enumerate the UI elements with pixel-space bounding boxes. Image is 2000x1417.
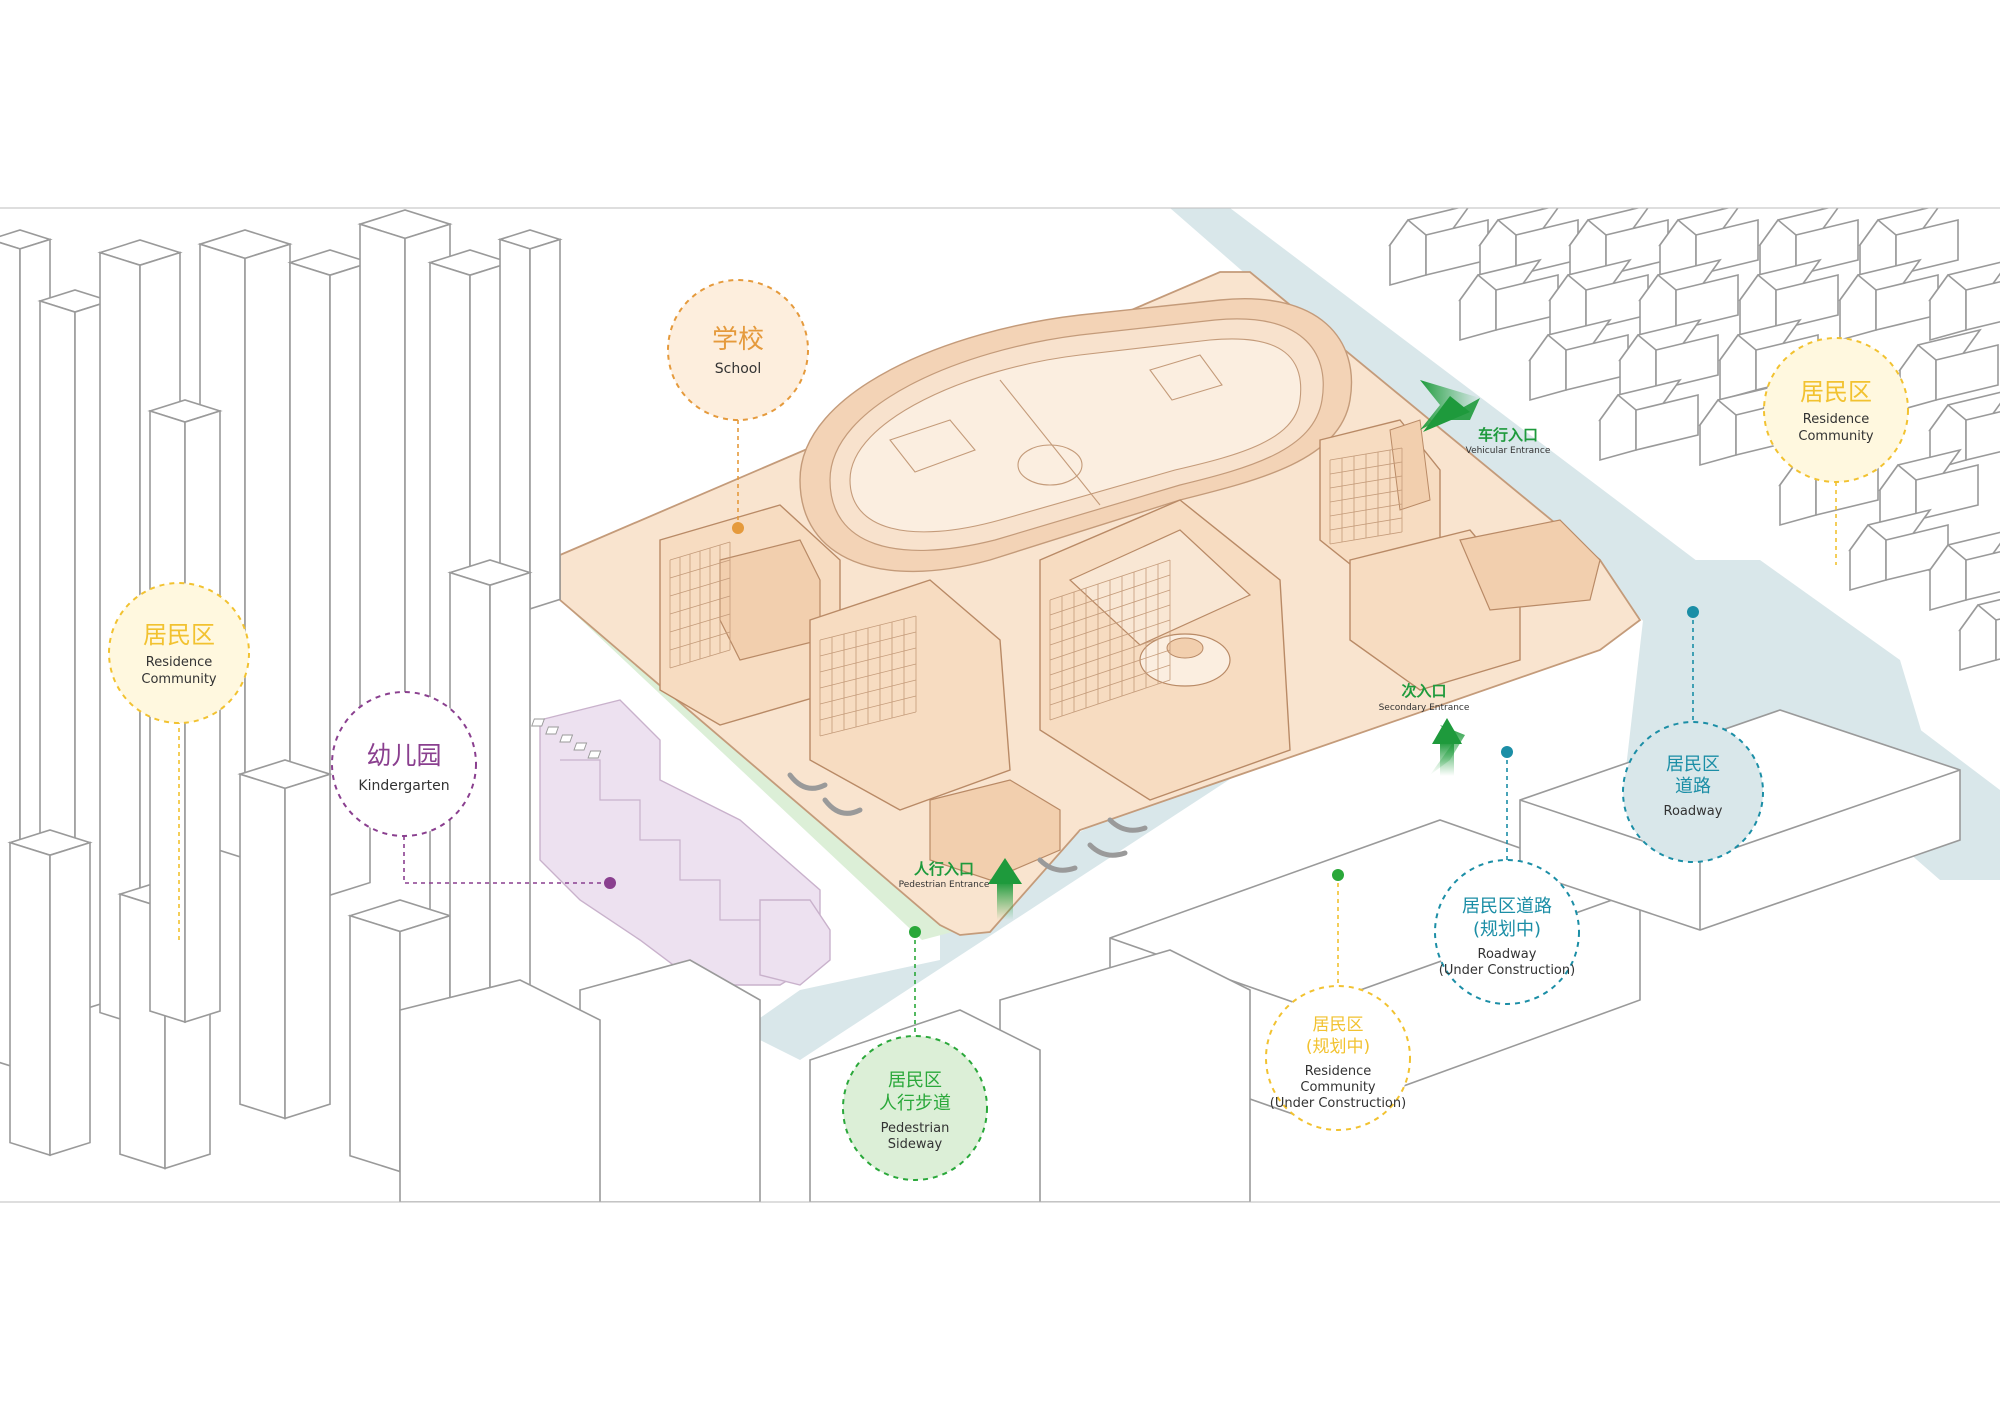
- secondary-entrance-cn: 次入口: [1401, 682, 1446, 700]
- vehicular-entrance-arrow: [1420, 380, 1480, 432]
- residence-left-label-en1: Residence: [146, 655, 212, 670]
- pedestrian-entrance-cn: 人行入口: [914, 860, 974, 878]
- south-road: [760, 560, 1700, 1060]
- sideway-marker-dot: [909, 926, 921, 938]
- tower-face-left: [239, 773, 286, 1120]
- residence-planned-label-cn2: (规划中): [1306, 1037, 1370, 1057]
- residence-planned-marker-dot: [1332, 869, 1344, 881]
- parking-stall: [587, 750, 602, 759]
- vehicular-entrance-label: 车行入口 Vehicular Entrance: [1466, 426, 1551, 456]
- residence-planned-label-en3: (Under Construction): [1270, 1096, 1406, 1111]
- parking-stall: [573, 742, 588, 751]
- sideway-label-cn2: 人行步道: [879, 1093, 951, 1114]
- residence-right-label-en1: Residence: [1803, 412, 1869, 427]
- tower-face-right: [49, 841, 91, 1157]
- kindergarten-label-cn: 幼儿园: [366, 741, 441, 770]
- vehicular-entrance-en: Vehicular Entrance: [1466, 446, 1551, 456]
- house-side: [1775, 273, 1839, 332]
- tower-face-left: [349, 914, 401, 1173]
- roadway-planned-label-en1: Roadway: [1478, 947, 1537, 962]
- tower-face-right: [529, 238, 561, 610]
- sideway-label-cn1: 居民区: [888, 1070, 942, 1091]
- house-side: [1965, 280, 2000, 332]
- house-side: [1965, 410, 2000, 462]
- callout-sideway: 居民区 人行步道 Pedestrian Sideway: [842, 1035, 988, 1181]
- roadway-planned-label-en2: (Under Construction): [1439, 963, 1575, 978]
- roadway-label-cn2: 道路: [1675, 776, 1711, 797]
- roadway-planned-label-cn2: (规划中): [1473, 919, 1541, 940]
- secondary-entrance-arrow: [1430, 718, 1465, 776]
- tower-face-left: [9, 841, 51, 1157]
- school-label-cn: 学校: [712, 325, 764, 355]
- school-site: [347, 271, 1642, 936]
- sideway-label-en1: Pedestrian: [881, 1121, 950, 1136]
- roadway-planned-marker-dot: [1501, 746, 1513, 758]
- school-label-en: School: [715, 361, 761, 377]
- house-side: [1935, 343, 1999, 402]
- residence-planned-label-en2: Community: [1300, 1080, 1376, 1095]
- roadway-marker-dot: [1687, 606, 1699, 618]
- school-marker-dot: [732, 522, 744, 534]
- house-side: [1995, 618, 2000, 662]
- kindergarten-marker-dot: [604, 877, 616, 889]
- residence-left-label-cn: 居民区: [143, 621, 215, 649]
- residence-planned-label-en1: Residence: [1305, 1064, 1371, 1079]
- roadway-label-en: Roadway: [1664, 804, 1723, 819]
- house-side: [1965, 550, 2000, 602]
- parking-stall: [531, 718, 545, 727]
- pedestrian-entrance-arrow: [988, 858, 1022, 920]
- roadway-label-cn1: 居民区: [1666, 754, 1720, 775]
- residence-planned-label-cn1: 居民区: [1313, 1015, 1364, 1035]
- vehicular-arrow-head: [1423, 396, 1470, 432]
- pedestrian-entrance-en: Pedestrian Entrance: [899, 880, 990, 890]
- tower-face-left: [499, 238, 531, 610]
- callout-residence-right: 居民区 Residence Community: [1763, 337, 1909, 483]
- tower-face-right: [284, 773, 331, 1120]
- house-side: [1915, 463, 1979, 522]
- parking-stall: [559, 734, 574, 743]
- callout-residence-planned: 居民区 (规划中) Residence Community (Under Con…: [1265, 985, 1411, 1131]
- house-side: [1655, 333, 1719, 392]
- vehicular-entrance-cn: 车行入口: [1478, 426, 1538, 444]
- residence-left-label-en2: Community: [141, 672, 217, 687]
- sideway-label-en2: Sideway: [888, 1137, 943, 1152]
- callout-roadway-planned: 居民区道路 (规划中) Roadway (Under Construction): [1434, 859, 1580, 1005]
- callout-residence-left: 居民区 Residence Community: [108, 582, 250, 724]
- roadway-planned-label-cn1: 居民区道路: [1462, 896, 1552, 917]
- kindergarten-label-en: Kindergarten: [358, 778, 449, 794]
- house-side: [1635, 393, 1699, 452]
- pedestrian-entrance-label: 人行入口 Pedestrian Entrance: [899, 860, 990, 890]
- secondary-entrance-en: Secondary Entrance: [1379, 703, 1470, 713]
- house-side: [1675, 273, 1739, 332]
- kindergarten-buildings: [539, 699, 831, 986]
- callout-school: 学校 School: [667, 279, 809, 421]
- parking-stall: [545, 726, 560, 735]
- kindergarten-leader: [403, 836, 610, 884]
- residence-right-label-en2: Community: [1798, 429, 1874, 444]
- callout-roadway: 居民区 道路 Roadway: [1622, 721, 1764, 863]
- callout-leaders: [178, 420, 1837, 1035]
- residence-right-label-cn: 居民区: [1800, 378, 1872, 406]
- secondary-entrance-label: 次入口 Secondary Entrance: [1379, 682, 1470, 713]
- callout-kindergarten: 幼儿园 Kindergarten: [331, 691, 477, 837]
